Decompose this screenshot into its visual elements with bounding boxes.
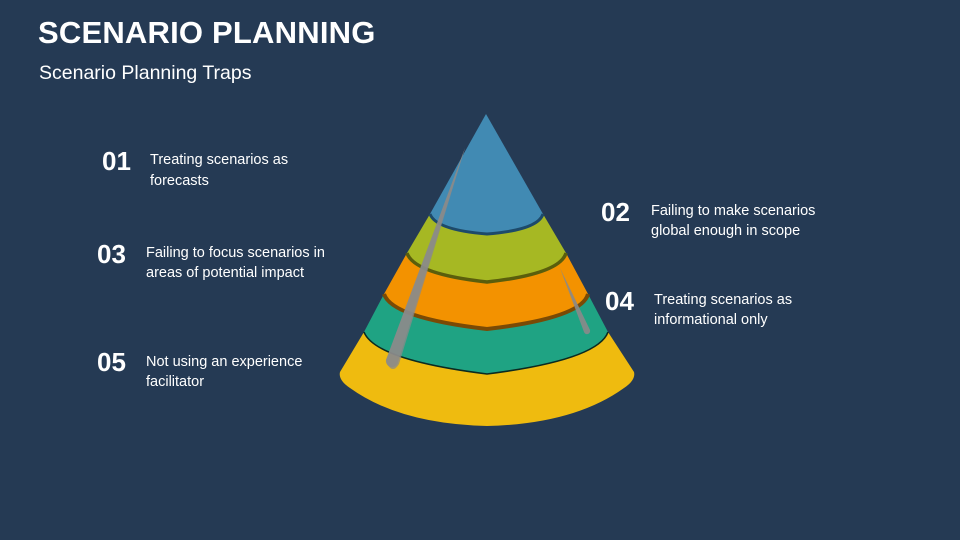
trap-text-line2: forecasts	[150, 173, 209, 189]
trap-number: 05	[97, 347, 126, 377]
page-subtitle: Scenario Planning Traps	[39, 62, 252, 84]
trap-number: 04	[605, 286, 634, 316]
trap-text-line2: facilitator	[146, 374, 205, 390]
cone-highlight-right	[560, 268, 591, 335]
trap-text-line1: Not using an experience	[146, 354, 303, 370]
trap-text-line1: Failing to make scenarios	[651, 203, 816, 219]
cone-layer-top	[430, 114, 543, 234]
trap-text-line2: areas of potential impact	[146, 265, 304, 281]
trap-text-line1: Treating scenarios as	[654, 292, 793, 308]
trap-text-line2: informational only	[654, 312, 768, 328]
trap-text-line2: global enough in scope	[651, 223, 801, 239]
trap-number: 01	[102, 146, 131, 176]
trap-text-line1: Failing to focus scenarios in	[146, 245, 325, 261]
page-title: SCENARIO PLANNING	[38, 15, 376, 50]
cone-layer-second	[407, 214, 566, 282]
trap-text-line1: Treating scenarios as	[150, 152, 289, 168]
trap-number: 02	[601, 197, 630, 227]
trap-number: 03	[97, 239, 126, 269]
